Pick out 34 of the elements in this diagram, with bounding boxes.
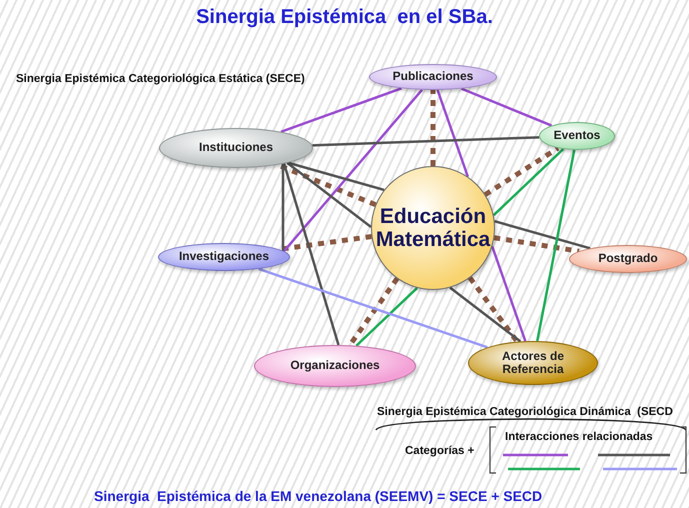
connector-line bbox=[494, 220, 590, 250]
category-ellipse: Organizaciones bbox=[254, 345, 416, 387]
connector-line bbox=[288, 162, 384, 192]
connector-line bbox=[449, 286, 522, 342]
caption: Sinergia Epistémica de la EM venezolana (SEEMV) = SECE + SECD bbox=[94, 488, 542, 504]
connector-line bbox=[468, 276, 520, 344]
category-ellipse: Postgrado bbox=[569, 245, 687, 273]
connector-line bbox=[491, 246, 527, 342]
category-ellipse: Eventos bbox=[539, 122, 615, 150]
connector-line bbox=[280, 87, 402, 133]
connector-line bbox=[430, 90, 436, 166]
category-ellipse: Actores de Referencia bbox=[468, 341, 598, 385]
connector-line bbox=[282, 164, 284, 251]
connector-line bbox=[283, 89, 423, 252]
category-ellipse: Instituciones bbox=[159, 128, 313, 168]
connector-line bbox=[460, 87, 552, 127]
connector-line bbox=[536, 150, 576, 342]
label-text: Categorías + bbox=[405, 445, 474, 457]
label-text: Sinergia Epistémica Categoriológica Dinámica (SECD bbox=[377, 406, 673, 418]
connector-line bbox=[286, 162, 372, 228]
center-circle: Educación Matemática bbox=[371, 166, 495, 290]
connector-line bbox=[494, 235, 580, 254]
connector-line bbox=[492, 148, 564, 216]
label-text: Sinergia Epistémica Categoriológica Estática (SECE) bbox=[16, 73, 305, 85]
connector-line bbox=[312, 136, 540, 147]
category-ellipse: Publicaciones bbox=[369, 64, 497, 90]
connector-line bbox=[258, 268, 488, 349]
label-text: Interacciones relacionadas bbox=[505, 431, 653, 443]
connector-line bbox=[282, 163, 340, 346]
connector-line bbox=[436, 90, 470, 178]
category-ellipse: Investigaciones bbox=[158, 243, 290, 271]
connector-line bbox=[355, 287, 418, 347]
title: Sinergia Epistémica en el SBa. bbox=[195, 6, 494, 29]
connector-line bbox=[484, 146, 560, 197]
